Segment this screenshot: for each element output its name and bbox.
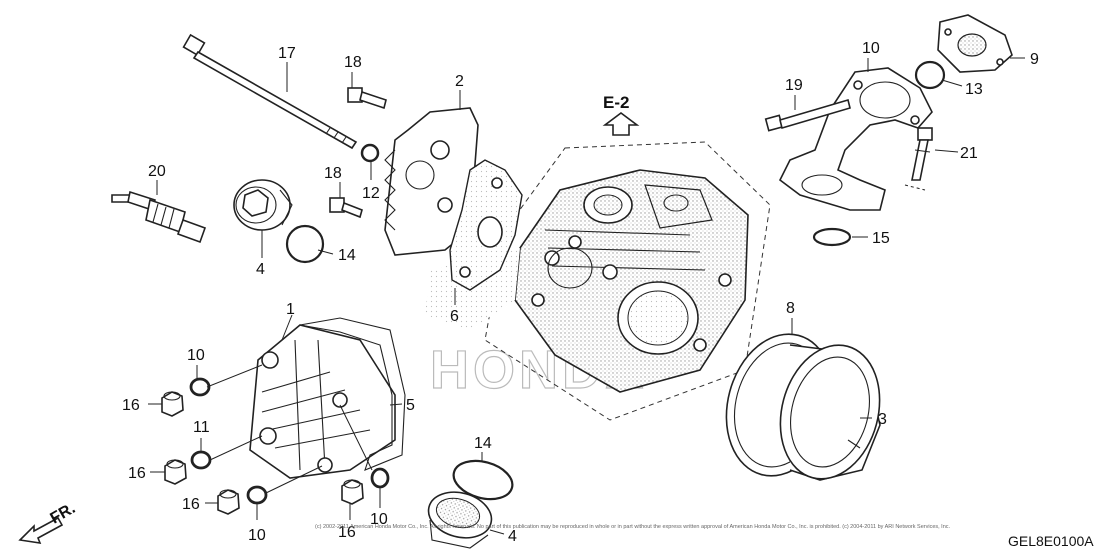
callout-16-mid: 16 [128, 465, 146, 482]
bolt-18-upper [347, 87, 387, 110]
callout-14-top: 14 [338, 247, 356, 264]
leader-lines [148, 57, 1025, 535]
washer-12 [360, 143, 380, 163]
callout-3: 3 [878, 411, 887, 428]
intake-pipe [778, 67, 933, 211]
callout-4-top: 4 [256, 261, 265, 278]
side-cover [725, 333, 881, 481]
callout-13: 13 [965, 81, 983, 98]
callout-7: 8 [786, 300, 795, 317]
tappet-cap-bottom [427, 491, 493, 549]
insulator-plate [937, 14, 1013, 73]
bolt-18-lower [329, 197, 363, 219]
o-ring-14-top [285, 224, 325, 264]
front-direction-arrow: FR. [18, 500, 78, 544]
callout-14-bottom: 14 [474, 435, 492, 452]
callout-1: 1 [286, 301, 295, 318]
callout-10-bottom-right: 10 [370, 511, 388, 528]
spark-plug [111, 190, 207, 244]
cap-nut-16-bottom-left [217, 489, 240, 515]
copyright-notice: (c) 2002-2011 American Honda Motor Co., … [315, 524, 951, 530]
callout-18-upper: 18 [344, 54, 362, 71]
callout-19: 19 [785, 77, 803, 94]
stud-bolt [182, 33, 358, 150]
callout-16-bottom-right: 16 [338, 524, 356, 541]
cylinder-head-assembly [425, 141, 771, 421]
washer-10-bottom-right [370, 467, 390, 489]
callout-11: 11 [193, 419, 210, 436]
o-ring-15 [812, 227, 852, 247]
callout-8: 9 [1030, 51, 1039, 68]
callout-10-bottom-left: 10 [248, 527, 266, 544]
callout-2: 2 [455, 73, 464, 90]
tensioner-lifter [384, 107, 479, 256]
intake-dashed-link [904, 184, 926, 191]
callout-15: 15 [872, 230, 890, 247]
diagram-code: GEL8E0100A [1008, 533, 1094, 549]
cap-nut-16-mid [164, 459, 187, 485]
callout-12: 12 [362, 185, 380, 202]
o-ring-14-bottom [452, 459, 514, 501]
callout-labels: 17 18 2 12 18 20 4 14 6 10 9 13 19 21 15… [122, 40, 1039, 545]
callout-4-bottom: 4 [508, 528, 517, 545]
cylinder-head-cover [249, 317, 406, 479]
o-ring-13 [914, 60, 946, 90]
washer-10-top [189, 377, 211, 397]
intake-bolt-19 [764, 98, 851, 132]
callout-9: 10 [862, 40, 880, 57]
callout-10-top: 10 [187, 347, 205, 364]
callout-6: 6 [450, 308, 459, 325]
callout-17: 17 [278, 45, 296, 62]
intake-bolt-21 [911, 127, 933, 181]
washer-11 [190, 450, 212, 470]
callout-21: 21 [960, 145, 978, 162]
reference-arrow: E-2 [602, 93, 640, 136]
callout-16-top: 16 [122, 397, 140, 414]
cap-nut-16-bottom-right [341, 479, 364, 505]
callout-5: 5 [406, 397, 415, 414]
washer-10-bottom-left [246, 485, 268, 505]
callout-16-bottom-left: 16 [182, 496, 200, 513]
tensioner-gasket [449, 159, 523, 291]
cap-nut-16-top [161, 391, 184, 417]
reference-label: E-2 [603, 93, 629, 112]
callout-20: 20 [148, 163, 166, 180]
callout-18-lower: 18 [324, 165, 342, 182]
tappet-cap-top [233, 179, 293, 231]
